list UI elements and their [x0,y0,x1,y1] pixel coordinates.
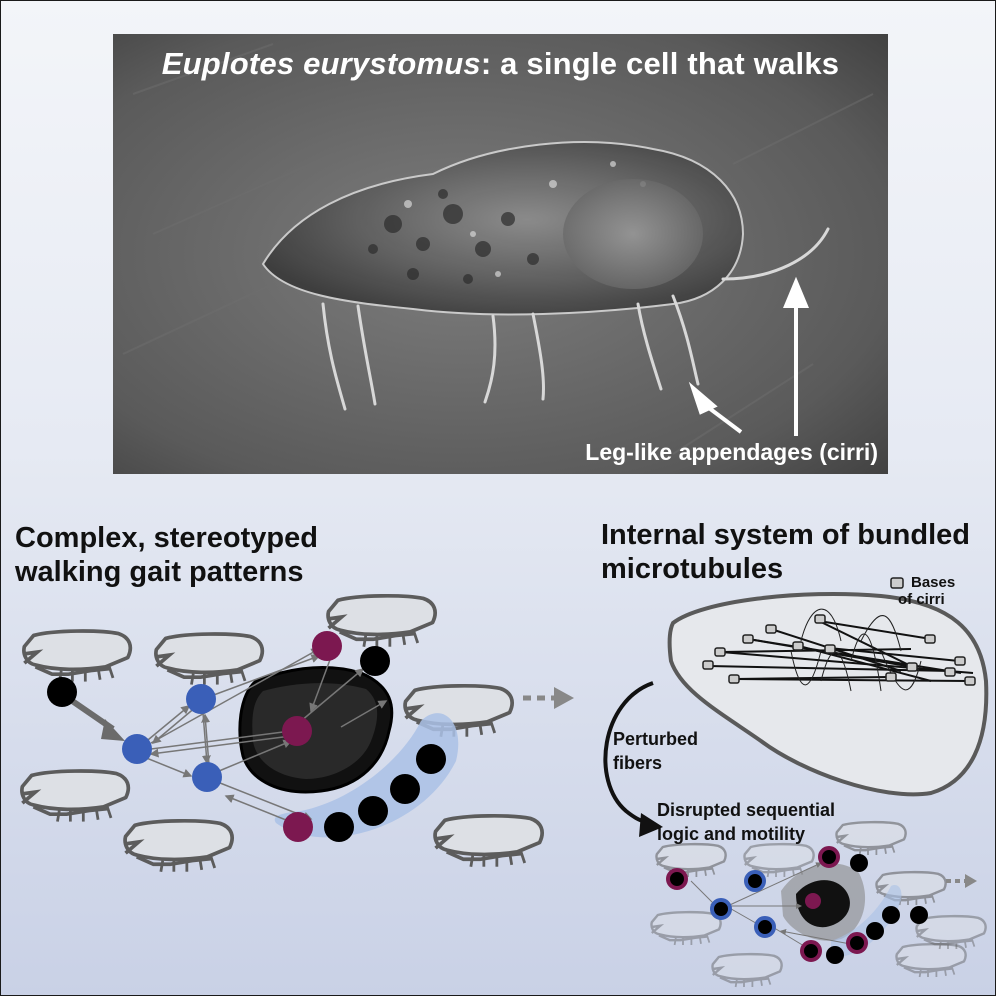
node-black [416,744,446,774]
node-blue [122,734,152,764]
node-magenta [283,812,313,842]
node-black [390,774,420,804]
bases-legend-label: Bases [911,574,955,591]
microscopy-photo [113,34,888,474]
microscopy-image: Euplotes eurystomus: a single cell that … [113,34,888,474]
arrow-label-line2: fibers [613,753,663,773]
disrupted-logic-label: Disrupted sequential logic and motility [657,798,835,846]
microtubules-title-line1: Internal system of bundled [601,519,970,551]
gait-title-line1: Complex, stereotyped [15,522,318,554]
node-black [324,812,354,842]
arrow-label-line1: Perturbed [613,729,699,749]
legend-line2: of cirri [898,591,945,608]
microtubules-title: Internal system of bundled microtubules [601,518,970,586]
legend-line1: Bases [911,574,956,591]
disrupted-network [650,820,987,989]
cirri-bases [702,614,976,686]
node-black [358,796,388,826]
perturbed-fibers-label: Perturbed fibers [613,727,698,775]
result-line2: logic and motility [657,824,806,844]
gait-patterns-title: Complex, stereotyped walking gait patter… [15,521,318,589]
cell-outline [667,592,989,797]
result-line1: Disrupted sequential [657,800,836,820]
microtubules-title-line2: microtubules [601,553,784,585]
bases-legend-label-2: of cirri [898,591,945,608]
node-magenta [282,716,312,746]
legend-base-icon [890,577,904,589]
cirri-caption: Leg-like appendages (cirri) [585,439,878,465]
photo-title: Euplotes eurystomus: a single cell that … [161,46,840,81]
node-black [360,646,390,676]
dashed-motion-arrow [523,687,574,709]
node-magenta [312,631,342,661]
sequence-highlight-band [274,713,459,838]
perturbation-arrow [603,681,654,825]
node-black [47,677,77,707]
gait-title-line2: walking gait patterns [15,556,304,588]
node-blue [186,684,216,714]
node-blue [192,762,222,792]
